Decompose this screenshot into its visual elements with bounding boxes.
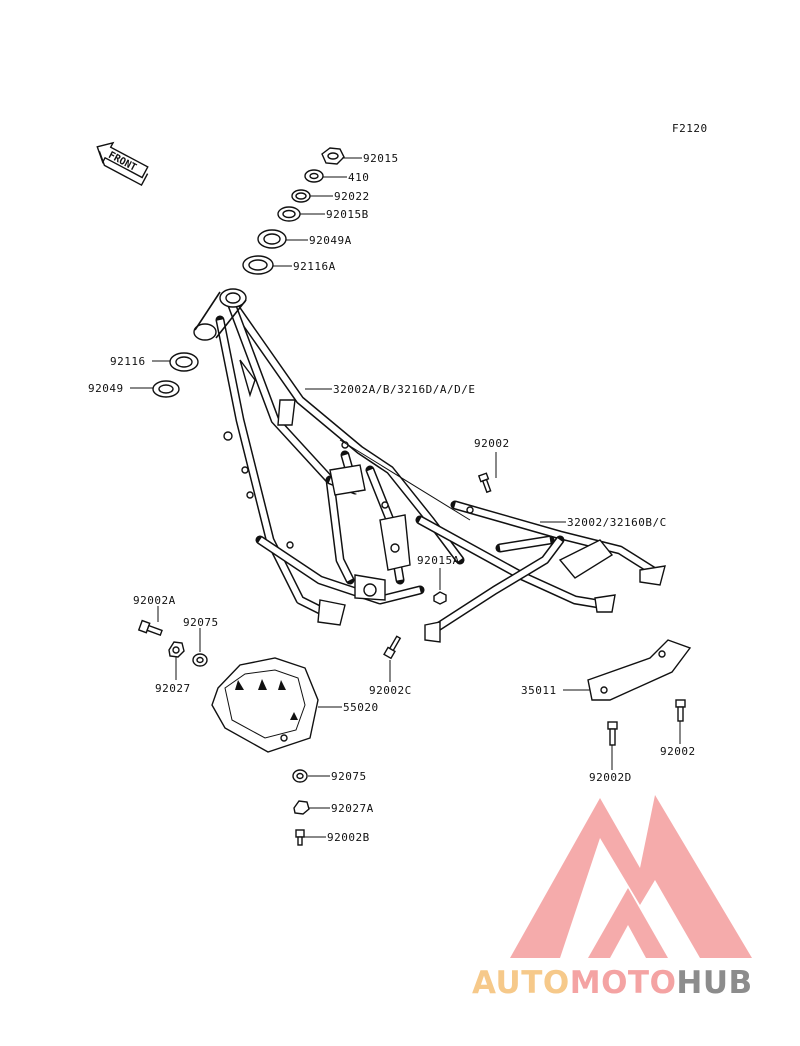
collar-92027 [168,641,185,658]
callout-92002a: 92002A [133,594,176,607]
callout-92002-right: 92002 [660,745,696,758]
main-frame [193,288,465,626]
callout-92022: 92022 [334,190,370,203]
callout-92049a: 92049A [309,234,352,247]
skid-plate-55020 [211,657,319,753]
callout-92027: 92027 [155,682,191,695]
callout-92002c: 92002C [369,684,412,697]
watermark-text: AUTOMOTOHUB [472,965,753,1001]
bolt-92002-right [675,699,686,722]
callout-92015a: 92015A [417,554,460,567]
callout-92002-top: 92002 [474,437,510,450]
bolt-92002a [137,619,163,637]
callout-92027a: 92027A [331,802,374,815]
leader-lines [130,157,681,838]
nut-92015a [433,591,447,605]
watermark-logo [510,795,752,958]
callout-92049: 92049 [88,382,124,395]
callout-32002a: 32002A/B/3216D/A/D/E [333,383,475,396]
grommet-92075-top [192,653,208,667]
callout-35011: 35011 [521,684,557,697]
callout-55020: 55020 [343,701,379,714]
bolt-92002c [383,635,402,660]
callout-92002b: 92002B [327,831,370,844]
front-arrow: FRONT [96,141,149,187]
bolt-92002b [295,829,305,846]
diagram-code: F2120 [672,122,708,135]
callout-92116a: 92116A [293,260,336,273]
callout-92015: 92015 [363,152,399,165]
rear-subframe [415,500,666,643]
callout-32002: 32002/32160B/C [567,516,667,529]
callout-92075-top: 92075 [183,616,219,629]
callout-92116: 92116 [110,355,146,368]
watermark-hub: HUB [676,965,752,1001]
collar-92027a [293,800,310,815]
bolt-92002d [607,721,618,746]
bracket-35011 [587,639,692,701]
callout-92015b: 92015B [326,208,369,221]
bolt-92002-top [477,472,492,494]
nut-92015 [321,147,345,165]
watermark-moto: MOTO [570,965,677,1001]
grommet-92075-bot [292,769,308,783]
callout-410: 410 [348,171,369,184]
callout-92075-bot: 92075 [331,770,367,783]
watermark-auto: AUTO [472,965,570,1001]
callout-92002d: 92002D [589,771,632,784]
